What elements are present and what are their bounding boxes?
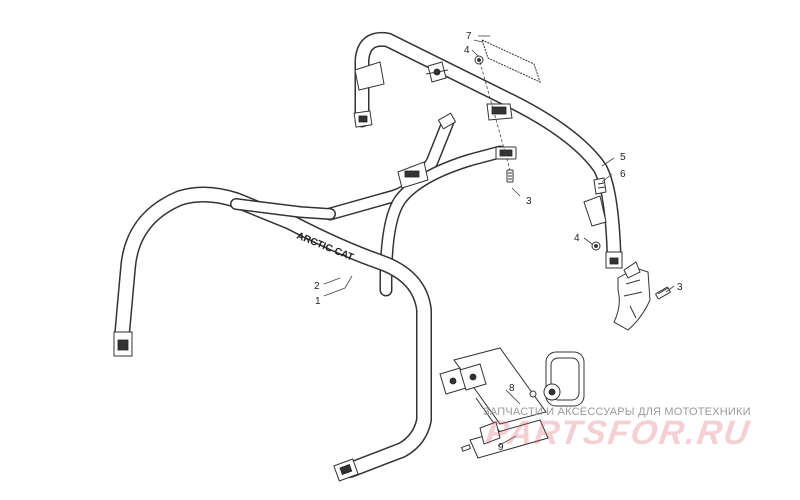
callout-8: 8 xyxy=(509,383,515,394)
callout-4-right: 4 xyxy=(574,233,580,244)
callout-4-top: 4 xyxy=(464,45,470,56)
leader-lines xyxy=(323,35,675,447)
callout-labels: 1 2 3 3 4 4 5 6 7 8 9 xyxy=(314,31,683,453)
mirror-assembly xyxy=(439,347,585,459)
rear-cross-bar xyxy=(323,112,517,297)
bolt-3-center xyxy=(479,61,514,183)
callout-3-center: 3 xyxy=(526,196,532,207)
nut-4-top xyxy=(474,55,484,65)
bolt-3-right xyxy=(655,286,671,300)
watermark-tagline: ЗАПЧАСТИ И АКСЕССУАРЫ ДЛЯ МОТОТЕХНИКИ xyxy=(483,406,751,418)
rear-roll-bar xyxy=(353,31,623,269)
mount-bracket-right xyxy=(613,261,651,331)
clamp-hinge xyxy=(425,61,449,83)
watermark-logo: PARTSFOR.RU xyxy=(483,414,754,452)
nut-4-right xyxy=(591,241,601,251)
callout-3-right: 3 xyxy=(677,282,683,293)
callout-2: 2 xyxy=(314,281,320,292)
callout-9: 9 xyxy=(498,442,504,453)
callout-5: 5 xyxy=(620,152,626,163)
callout-1: 1 xyxy=(315,296,321,307)
item-7-plate xyxy=(473,39,541,83)
callout-6: 6 xyxy=(620,169,626,180)
front-roll-bar xyxy=(113,186,432,482)
callout-7: 7 xyxy=(466,31,472,42)
